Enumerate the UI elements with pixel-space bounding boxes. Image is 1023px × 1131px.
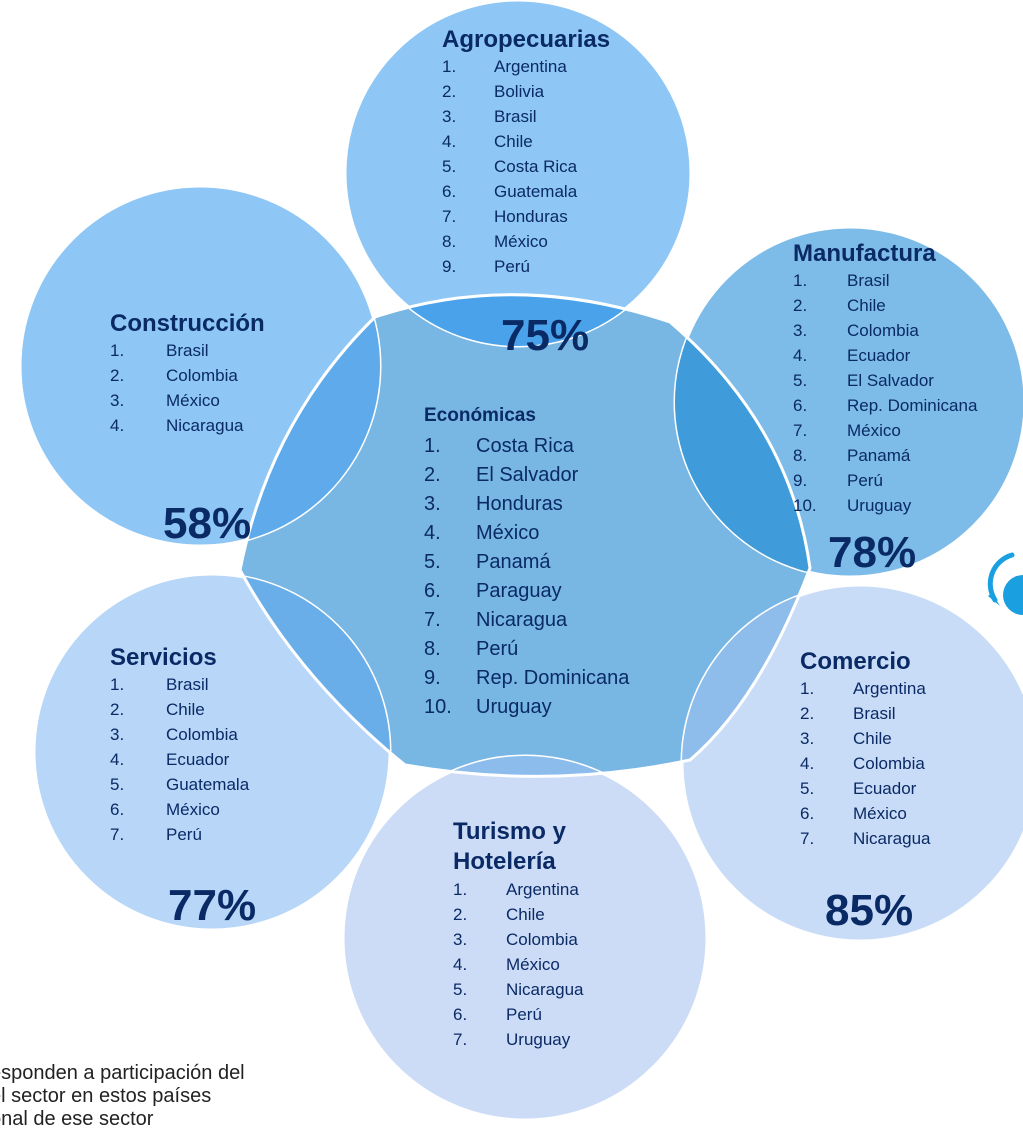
list-item: 1.Argentina (453, 880, 579, 899)
list-item: 4.Nicaragua (110, 416, 244, 435)
sector-title: Turismo y Hotelería (453, 817, 623, 877)
list-item: 9.Perú (793, 471, 883, 490)
percentage-comercio: 85% (825, 886, 914, 935)
country-list: 1.Argentina 2.Bolivia 3.Brasil 4.Chile 5… (442, 54, 642, 279)
list-item: 3.Colombia (110, 725, 238, 744)
list-item: 3.Colombia (453, 930, 578, 949)
sector-turismo: Turismo y Hotelería 1.Argentina 2.Chile … (453, 817, 623, 1052)
list-item: 5.Panamá (424, 551, 551, 573)
percentage-manufactura: 78% (828, 528, 917, 577)
list-item: 5.Guatemala (110, 775, 250, 794)
list-item: 3.México (110, 391, 220, 410)
list-item: 5.El Salvador (793, 371, 934, 390)
list-item: 6.Perú (453, 1005, 542, 1024)
list-item: 7.Uruguay (453, 1030, 571, 1049)
country-list: 1.Brasil 2.Colombia 3.México 4.Nicaragua (110, 338, 270, 438)
list-item: 8.Perú (424, 638, 519, 660)
footnote: esponden a participación del el sector e… (0, 1062, 360, 1131)
sector-comercio: Comercio 1.Argentina 2.Brasil 3.Chile 4.… (800, 648, 980, 851)
list-item: 8.México (442, 232, 548, 251)
center-outline (238, 293, 812, 778)
list-item: 4.México (424, 522, 540, 544)
sector-title: Comercio (800, 648, 911, 675)
list-item: 4.Ecuador (110, 750, 230, 769)
list-item: 1.Brasil (110, 675, 209, 694)
list-item: 1.Argentina (442, 57, 567, 76)
country-list: 1.Brasil 2.Chile 3.Colombia 4.Ecuador 5.… (110, 672, 280, 847)
country-list: 1.Brasil 2.Chile 3.Colombia 4.Ecuador 5.… (793, 268, 1018, 518)
list-item: 6.Paraguay (424, 580, 562, 602)
percentage-construccion: 58% (163, 499, 252, 548)
list-item: 2.Brasil (800, 704, 896, 723)
list-item: 5.Nicaragua (453, 980, 584, 999)
percentage-agropecuarias: 75% (501, 311, 590, 360)
list-item: 3.Brasil (442, 107, 537, 126)
list-item: 1.Argentina (800, 679, 926, 698)
list-item: 1.Costa Rica (424, 435, 574, 457)
list-item: 7.Nicaragua (424, 609, 568, 631)
list-item: 4.Ecuador (793, 346, 911, 365)
list-item: 7.Nicaragua (800, 829, 931, 848)
list-item: 2.Chile (110, 700, 205, 719)
footnote-line: el sector en estos países (0, 1085, 212, 1107)
sector-servicios: Servicios 1.Brasil 2.Chile 3.Colombia 4.… (110, 644, 280, 847)
list-item: 3.Honduras (424, 493, 563, 515)
list-item: 10.Uruguay (424, 696, 552, 718)
percentage-servicios: 77% (168, 881, 257, 930)
list-item: 1.Brasil (793, 271, 890, 290)
list-item: 2.El Salvador (424, 464, 579, 486)
country-list: 1.Costa Rica 2.El Salvador 3.Honduras 4.… (424, 432, 674, 722)
country-list: 1.Argentina 2.Chile 3.Colombia 4.México … (453, 877, 623, 1052)
refresh-icon (987, 552, 1023, 615)
sector-agropecuarias: Agropecuarias 1.Argentina 2.Bolivia 3.Br… (442, 26, 642, 279)
list-item: 2.Chile (793, 296, 886, 315)
list-item: 5.Costa Rica (442, 157, 578, 176)
list-item: 2.Colombia (110, 366, 238, 385)
list-item: 9.Rep. Dominicana (424, 667, 630, 689)
list-item: 2.Chile (453, 905, 545, 924)
sector-title-line2: Hotelería (453, 848, 556, 875)
list-item: 4.Chile (442, 132, 533, 151)
sector-title: Manufactura (793, 240, 936, 267)
list-item: 6.México (110, 800, 220, 819)
sector-title: Agropecuarias (442, 26, 611, 53)
list-item: 3.Colombia (793, 321, 919, 340)
list-item: 5.Ecuador (800, 779, 917, 798)
list-item: 2.Bolivia (442, 82, 545, 101)
list-item: 3.Chile (800, 729, 892, 748)
country-list: 1.Argentina 2.Brasil 3.Chile 4.Colombia … (800, 676, 980, 851)
list-item: 1.Brasil (110, 341, 209, 360)
list-item: 6.Guatemala (442, 182, 578, 201)
list-item: 6.Rep. Dominicana (793, 396, 978, 415)
sector-title: Económicas (424, 405, 536, 426)
sector-title-line1: Turismo y (453, 818, 566, 845)
sector-title: Servicios (110, 644, 217, 671)
list-item: 6.México (800, 804, 907, 823)
list-item: 4.México (453, 955, 560, 974)
footnote-line: esponden a participación del (0, 1062, 245, 1084)
list-item: 10.Uruguay (793, 496, 912, 515)
sector-construccion: Construcción 1.Brasil 2.Colombia 3.Méxic… (110, 310, 270, 438)
list-item: 7.México (793, 421, 901, 440)
sector-economicas: Económicas 1.Costa Rica 2.El Salvador 3.… (424, 404, 674, 722)
list-item: 7.Honduras (442, 207, 568, 226)
list-item: 9.Perú (442, 257, 530, 276)
sector-title: Construcción (110, 310, 265, 337)
list-item: 7.Perú (110, 825, 202, 844)
list-item: 4.Colombia (800, 754, 925, 773)
footnote-line: onal de ese sector (0, 1108, 154, 1130)
list-item: 8.Panamá (793, 446, 911, 465)
sector-manufactura: Manufactura 1.Brasil 2.Chile 3.Colombia … (793, 240, 1018, 518)
center-shape (240, 294, 810, 777)
